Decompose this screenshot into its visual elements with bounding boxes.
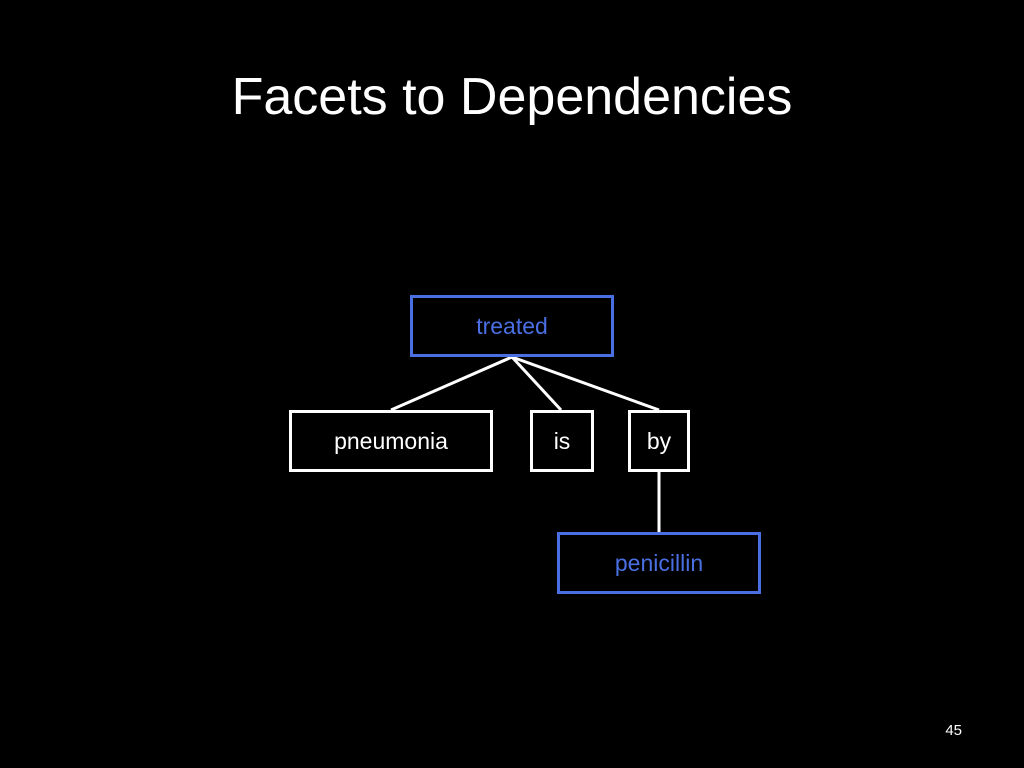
node-pneumonia: pneumonia (289, 410, 493, 472)
node-by: by (628, 410, 690, 472)
node-label: is (553, 427, 571, 454)
node-label: pneumonia (334, 427, 448, 454)
edge-treated-pneumonia (390, 355, 513, 412)
node-treated: treated (410, 295, 614, 357)
node-label: by (646, 427, 672, 454)
edge-treated-by (511, 355, 660, 412)
node-label: penicillin (614, 549, 704, 576)
page-number: 45 (945, 722, 962, 739)
node-label: treated (476, 312, 548, 339)
node-penicillin: penicillin (557, 532, 761, 594)
slide-title: Facets to Dependencies (231, 68, 793, 126)
node-is: is (530, 410, 594, 472)
edge-treated-is (510, 355, 563, 412)
